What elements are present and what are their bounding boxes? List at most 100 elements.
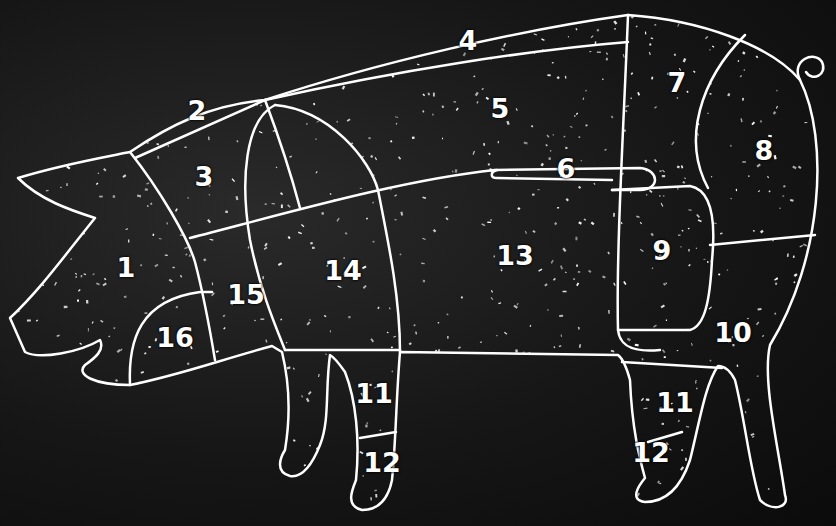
speckle [509, 470, 511, 472]
speckle [630, 97, 632, 99]
speckle [92, 321, 94, 324]
speckle [68, 111, 71, 114]
speckle [521, 407, 524, 409]
speckle [800, 322, 802, 324]
speckle [691, 343, 693, 346]
speckle [774, 277, 778, 280]
speckle [145, 312, 148, 314]
speckle [506, 464, 508, 466]
speckle [643, 408, 647, 410]
speckle [363, 285, 367, 289]
speckle [23, 157, 26, 160]
speckle [432, 26, 435, 28]
speckle [627, 338, 631, 342]
speckle [169, 279, 173, 283]
speckle [117, 48, 119, 50]
speckle [597, 52, 601, 54]
speckle [57, 454, 58, 456]
speckle [464, 375, 467, 378]
speckle [561, 335, 563, 337]
speckle [678, 420, 681, 423]
speckle [433, 93, 435, 97]
speckle [415, 332, 417, 335]
speckle [157, 156, 159, 159]
speckle [270, 31, 273, 33]
speckle [359, 451, 363, 454]
callout-number: 5 [491, 95, 510, 122]
speckle [370, 497, 372, 501]
speckle [601, 507, 603, 509]
speckle [78, 481, 80, 483]
speckle [208, 194, 210, 196]
speckle [606, 52, 608, 55]
speckle [662, 175, 665, 177]
speckle [433, 229, 437, 233]
speckle [188, 222, 190, 224]
speckle [674, 53, 676, 56]
speckle [118, 61, 120, 63]
speckle [163, 42, 165, 44]
speckle [276, 166, 278, 168]
speckle [534, 33, 538, 35]
speckle [117, 349, 121, 353]
speckle [13, 378, 17, 381]
speckle [149, 456, 152, 460]
speckle [427, 31, 429, 32]
speckle [611, 350, 615, 353]
speckle [681, 165, 683, 168]
speckle [793, 256, 795, 258]
speckle [590, 371, 593, 372]
speckle [57, 122, 61, 125]
speckle [159, 480, 162, 483]
speckle [148, 346, 151, 348]
speckle [293, 368, 295, 370]
speckle [400, 212, 403, 216]
speckle [75, 439, 79, 442]
speckle [463, 496, 465, 500]
speckle [578, 136, 580, 138]
callout-number: 14 [324, 257, 362, 284]
speckle [576, 264, 578, 267]
speckle [644, 160, 647, 163]
speckle [422, 461, 425, 464]
speckle [48, 241, 51, 244]
speckle [575, 28, 577, 30]
speckle [788, 469, 790, 471]
speckle [270, 356, 272, 359]
speckle [182, 442, 185, 444]
speckle [185, 253, 188, 256]
speckle [696, 214, 700, 218]
speckle [144, 396, 146, 398]
speckle [328, 54, 332, 58]
speckle [113, 327, 115, 329]
speckle [212, 283, 213, 286]
callout-number: 4 [459, 27, 478, 54]
speckle [714, 489, 717, 492]
speckle [325, 353, 327, 355]
speckle [562, 395, 565, 397]
speckle [116, 75, 119, 78]
speckle [54, 282, 57, 286]
speckle [152, 90, 156, 94]
speckle [184, 147, 186, 149]
speckle [742, 51, 745, 54]
speckle [767, 176, 769, 178]
speckle [175, 495, 177, 497]
speckle [653, 325, 657, 328]
speckle [43, 150, 46, 153]
speckle [681, 230, 683, 232]
speckle [760, 230, 764, 234]
speckle [70, 501, 73, 504]
speckle [613, 20, 617, 24]
speckle [709, 360, 711, 362]
speckle [707, 400, 710, 403]
speckle [498, 454, 500, 456]
speckle [552, 134, 554, 136]
speckle [491, 290, 493, 293]
speckle [139, 494, 142, 497]
speckle [11, 349, 14, 353]
speckle [253, 56, 255, 58]
speckle [290, 14, 293, 16]
speckle [811, 454, 815, 456]
speckle [654, 159, 657, 162]
